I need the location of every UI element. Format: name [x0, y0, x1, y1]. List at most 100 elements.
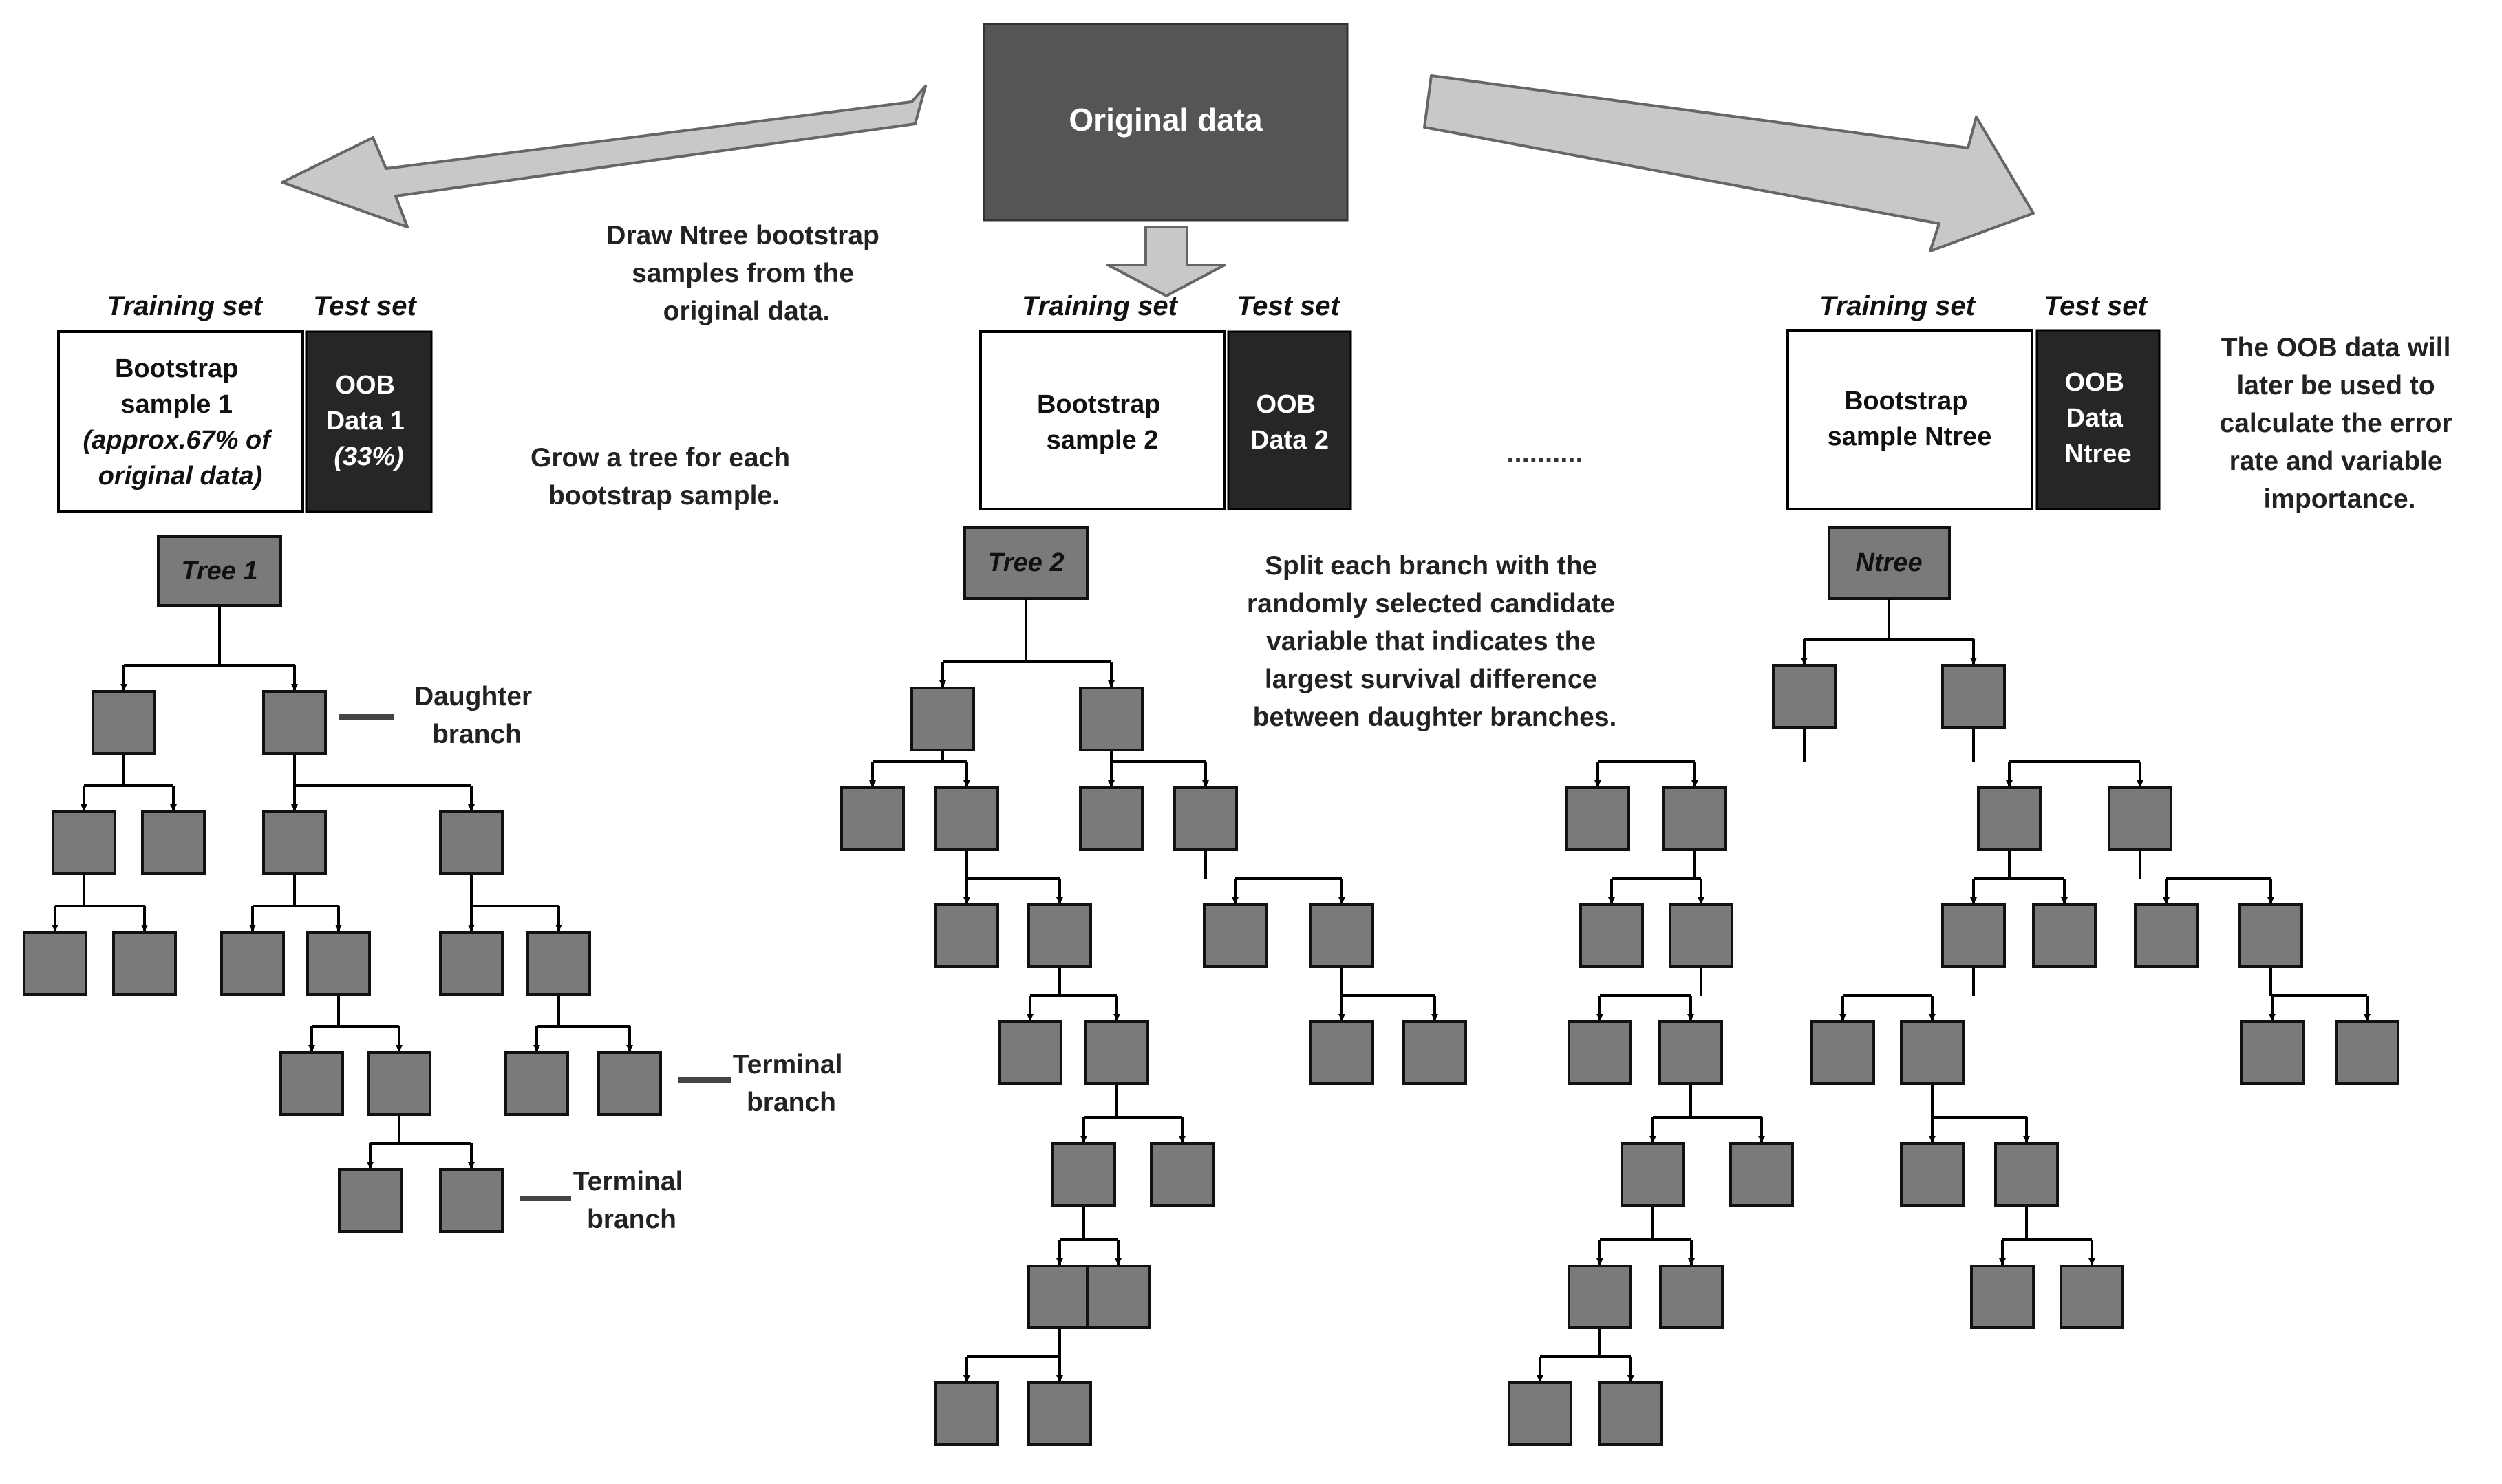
tree-label-3: Ntree: [1855, 548, 1922, 577]
bootstrap-sample-box-1: [57, 330, 304, 513]
bootstrap-sample-box-2: [979, 330, 1226, 510]
tree-node: [998, 1020, 1062, 1085]
tree-node: [934, 1381, 999, 1446]
tree-connectors: [52, 599, 2371, 1382]
training-set-label-3: Training set: [1819, 291, 1976, 321]
left-big-arrow: [281, 85, 927, 228]
test-set-label-1: Test set: [313, 291, 417, 321]
tree-node: [1994, 1142, 2059, 1207]
tree-node: [1772, 664, 1837, 729]
tree-node: [1086, 1265, 1151, 1329]
tree-node: [141, 810, 206, 875]
tree-node: [1941, 664, 2006, 729]
original-data-label: Original data: [1069, 102, 1263, 138]
tree-node: [1508, 1381, 1572, 1446]
tree-node: [2238, 903, 2303, 968]
tree-node: [1079, 786, 1144, 851]
tree-node: [934, 786, 999, 851]
original-data-box: [983, 23, 1349, 222]
tree-node: [1309, 1020, 1374, 1085]
tree-node: [1970, 1265, 2035, 1329]
tree-node: [504, 1051, 569, 1116]
bootstrap-sample-text-1: Bootstrap sample 1 (approx.67% of origin…: [83, 354, 278, 491]
tree-node: [439, 810, 504, 875]
tree-node: [1568, 1020, 1632, 1085]
tree-node: [306, 931, 371, 996]
tree-node: [1621, 1142, 1685, 1207]
bootstrap-sample-box-3: [1786, 329, 2033, 510]
tree-node: [1729, 1142, 1794, 1207]
terminal-branch-leader-2: [520, 1196, 571, 1201]
tree-node: [1598, 1381, 1663, 1446]
tree-node: [934, 903, 999, 968]
tree-node: [338, 1168, 403, 1233]
tree-node: [279, 1051, 344, 1116]
tree-node: [1659, 1265, 1724, 1329]
oob-text-1: OOB Data 1 (33%): [326, 371, 412, 471]
draw-samples-text: Draw Ntree bootstrap samples from the or…: [606, 221, 886, 326]
tree-node: [597, 1051, 662, 1116]
tree-node: [220, 931, 285, 996]
tree-node: [439, 1168, 504, 1233]
tree-node: [1568, 1265, 1632, 1329]
tree-node: [1900, 1142, 1965, 1207]
test-set-label-3: Test set: [2044, 291, 2148, 321]
tree-node: [1027, 1381, 1092, 1446]
tree-root-box-2: [963, 526, 1089, 600]
oob-box-2: [1227, 330, 1352, 510]
tree-node: [23, 931, 87, 996]
tree-node: [2335, 1020, 2399, 1085]
ellipsis-text: ..........: [1506, 438, 1583, 469]
terminal-branch-leader-1: [678, 1077, 731, 1083]
tree-node: [2060, 1265, 2124, 1329]
tree-label-1: Tree 1: [181, 557, 257, 585]
bootstrap-sample-text-3: Bootstrap sample Ntree: [1828, 387, 1992, 451]
tree-node: [910, 687, 975, 751]
oob-text-2: OOB Data 2: [1250, 390, 1329, 455]
daughter-branch-text: Daughter branch: [414, 682, 539, 749]
oob-box-1: [305, 330, 433, 513]
tree-node: [1810, 1020, 1875, 1085]
tree-node: [1565, 786, 1630, 851]
tree-node: [1941, 903, 2006, 968]
tree-node: [2032, 903, 2097, 968]
tree-node: [52, 810, 116, 875]
tree-node: [262, 690, 327, 755]
tree-node: [367, 1051, 431, 1116]
tree-node: [1658, 1020, 1723, 1085]
tree-node: [439, 931, 504, 996]
split-branch-text: Split each branch with the randomly sele…: [1247, 551, 1623, 732]
tree-node: [1402, 1020, 1467, 1085]
tree-node: [1662, 786, 1727, 851]
oob-box-3: [2035, 329, 2161, 510]
terminal-branch-text-2: Terminal branch: [573, 1167, 691, 1234]
tree-node: [1150, 1142, 1215, 1207]
tree-node: [1579, 903, 1644, 968]
down-small-arrow: [1106, 226, 1226, 297]
tree-node: [1051, 1142, 1116, 1207]
oob-text-3: OOB Data Ntree: [2064, 368, 2131, 469]
tree-node: [92, 690, 156, 755]
tree-node: [840, 786, 905, 851]
tree-node: [2134, 903, 2199, 968]
tree-node: [1084, 1020, 1149, 1085]
terminal-branch-text-1: Terminal branch: [733, 1050, 851, 1117]
tree-node: [1977, 786, 2042, 851]
tree-node: [1309, 903, 1374, 968]
tree-node: [1173, 786, 1238, 851]
tree-node: [1079, 687, 1144, 751]
daughter-branch-leader: [339, 714, 394, 720]
tree-node: [1027, 903, 1092, 968]
tree-node: [262, 810, 327, 875]
tree-root-box-1: [157, 535, 282, 607]
oob-note-text: The OOB data will later be used to calcu…: [2220, 333, 2460, 514]
test-set-label-2: Test set: [1237, 291, 1340, 321]
tree-node: [526, 931, 591, 996]
tree-label-2: Tree 2: [987, 548, 1064, 577]
training-set-label-1: Training set: [107, 291, 264, 321]
tree-node: [1669, 903, 1733, 968]
bootstrap-sample-text-2: Bootstrap sample 2: [1037, 390, 1168, 455]
tree-node: [1027, 1265, 1092, 1329]
tree-node: [1900, 1020, 1965, 1085]
